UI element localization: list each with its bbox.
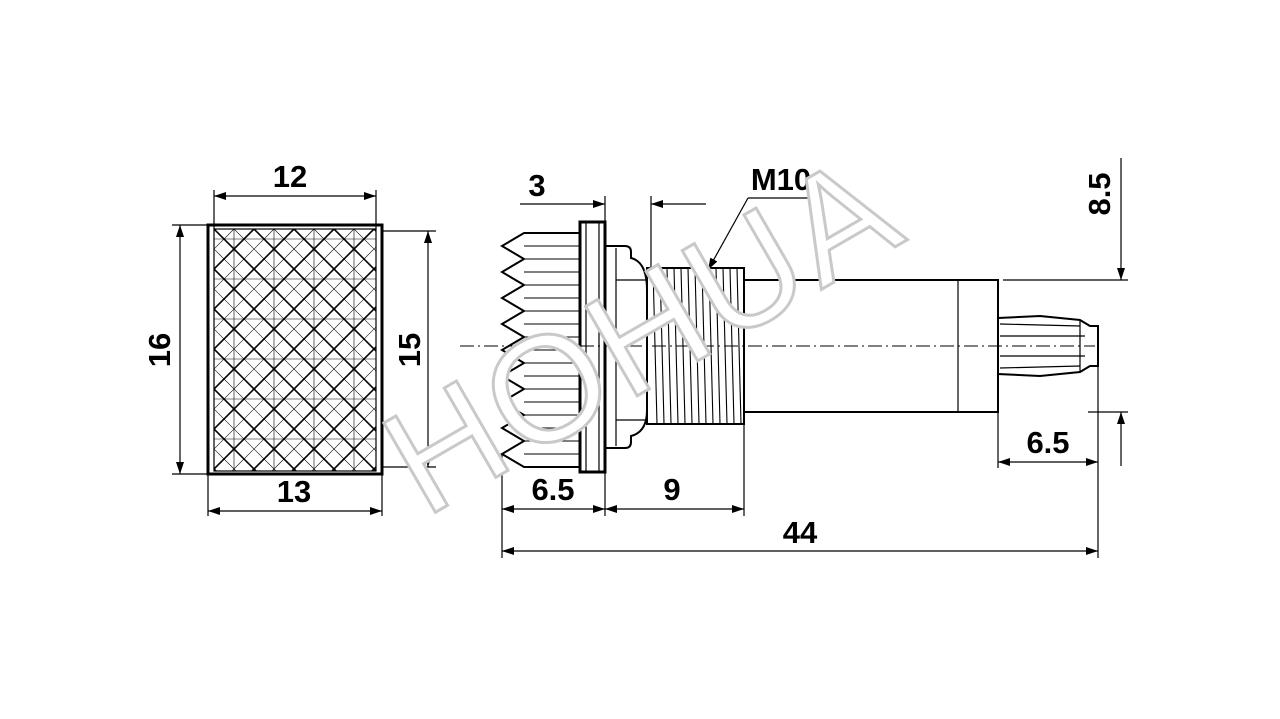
knurl-fine-line <box>0 229 156 471</box>
knurl-line <box>0 229 14 471</box>
knurl-line <box>251 345 376 471</box>
serrated-knob <box>500 232 580 468</box>
thread-line <box>659 267 665 425</box>
knurl-fine-line <box>214 368 317 471</box>
knurl-fine-line <box>0 229 154 471</box>
dim-head-length: 6.5 <box>531 472 574 507</box>
watermark: HOHUA <box>357 120 927 546</box>
knurl-line <box>0 229 136 471</box>
knurl-line <box>214 229 335 351</box>
dim-cap-outer-height: 16 <box>142 333 177 367</box>
knurl-fine-line <box>214 408 277 471</box>
knurl-line <box>214 229 215 231</box>
dim-cap-bottom-width: 13 <box>277 474 311 509</box>
thread-line <box>680 267 686 425</box>
dim-total-length: 44 <box>783 515 818 550</box>
cap-outline <box>206 223 384 476</box>
knurl-fine-line <box>0 229 74 471</box>
thread-line <box>729 267 735 425</box>
knurl-fine-line <box>214 288 376 452</box>
dim-terminal-length: 6.5 <box>1026 425 1069 460</box>
knurl-line <box>214 229 295 311</box>
knurl-fine-line <box>0 229 34 471</box>
knurl-fine-line <box>313 229 376 292</box>
knurl-line <box>214 427 257 471</box>
knurl-fine-line <box>214 448 237 471</box>
knurl-fine-line <box>0 229 114 471</box>
dim-knurl-ring-width: 3 <box>528 168 545 203</box>
knurl-fine-line <box>214 229 355 370</box>
knurl-fine-line <box>214 246 376 410</box>
knurl-fine-line <box>214 229 315 330</box>
thread-line <box>673 267 679 425</box>
dim-cap-inner-height: 15 <box>392 333 427 367</box>
holder-side-view <box>460 220 1099 474</box>
dim-terminal-height: 8.5 <box>1082 172 1117 215</box>
knurl-line <box>214 347 337 471</box>
knurl-line <box>214 307 376 471</box>
knurl-line <box>291 385 376 471</box>
thread-line <box>694 267 700 425</box>
thread-line <box>722 267 728 425</box>
knurl-fine-line <box>214 229 235 250</box>
knurl-line <box>0 229 94 471</box>
knurl-line <box>331 425 376 471</box>
knob-teeth-lines <box>524 245 580 455</box>
knurl-fine-line <box>214 248 376 412</box>
dim-thread-spec: M10 <box>751 162 811 197</box>
cap-knurl-pattern <box>0 229 376 471</box>
knurl-fine-line <box>214 328 357 471</box>
thread-line <box>652 267 658 425</box>
knurl-fine-line <box>231 326 376 471</box>
thread-lines <box>652 267 742 425</box>
knurl-fine-line <box>233 229 376 372</box>
thread-leader <box>707 197 749 271</box>
cap-front-view <box>0 223 384 476</box>
flange <box>578 220 607 474</box>
cap-dimensions: 12 13 16 15 <box>142 159 436 516</box>
dim-thread-length: 9 <box>663 472 680 507</box>
knurl-fine-line <box>273 229 376 332</box>
thread-line <box>715 267 721 425</box>
knurl-line <box>214 305 376 471</box>
knurl-fine-line <box>271 366 376 471</box>
holder-dimensions: 3 M10 8.5 6.5 6.5 9 44 <box>501 158 1128 558</box>
thread-line <box>701 267 707 425</box>
knurl-line <box>214 265 376 431</box>
knurl-line <box>214 229 255 271</box>
thread-line <box>708 267 714 425</box>
knurl-fine-line <box>311 406 376 471</box>
knurl-fine-line <box>214 229 275 290</box>
knurl-line <box>214 467 217 471</box>
knurl-fine-line <box>214 286 376 450</box>
knurl-line <box>0 229 134 471</box>
thread-line <box>687 267 693 425</box>
knurl-line <box>214 387 297 471</box>
dim-cap-top-width: 12 <box>273 159 307 194</box>
knurl-line <box>0 229 54 471</box>
thread-line <box>666 267 672 425</box>
thread-line <box>736 267 742 425</box>
knurl-line <box>214 229 375 391</box>
